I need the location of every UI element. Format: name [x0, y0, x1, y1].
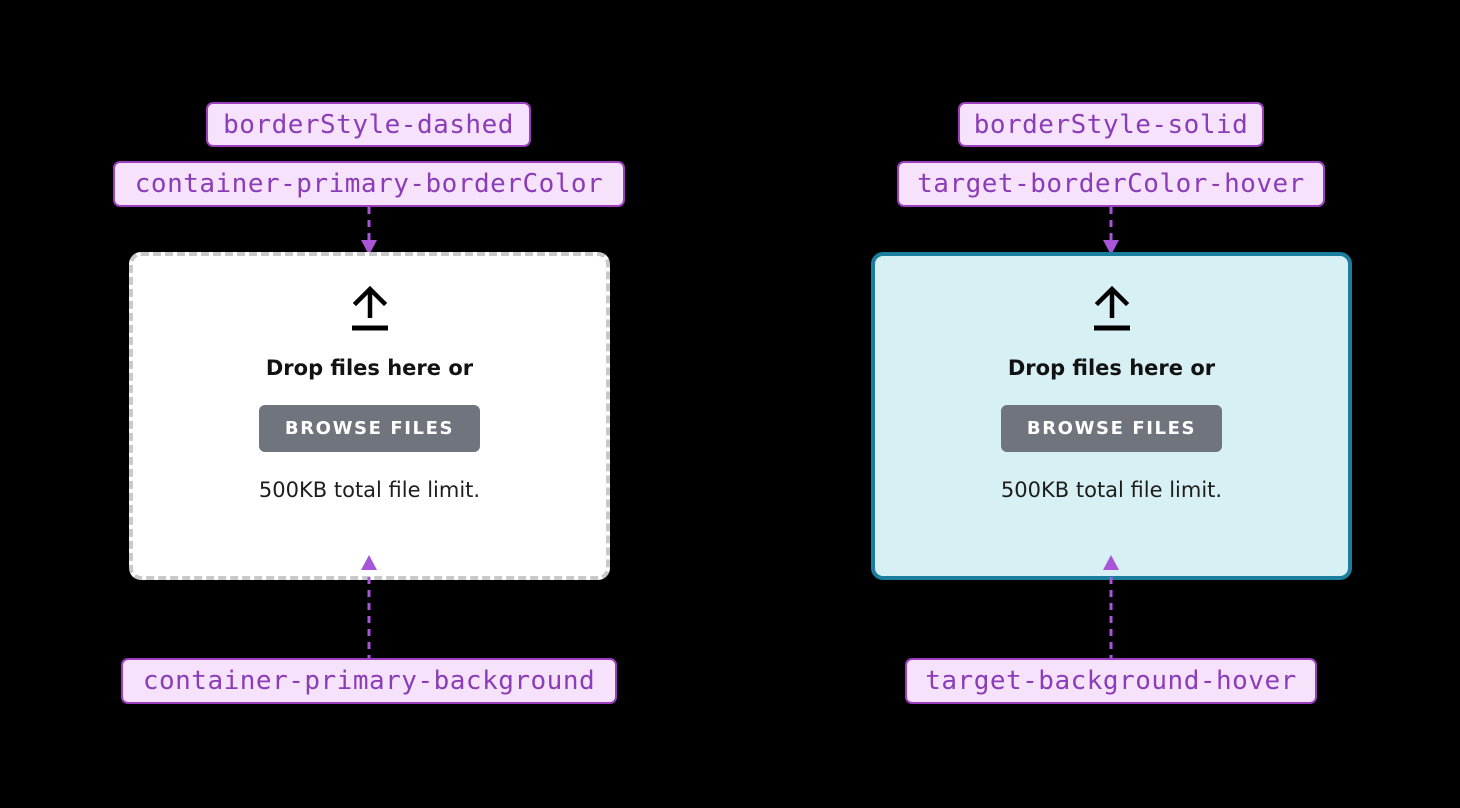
upload-icon — [351, 285, 388, 331]
upload-icon — [1093, 285, 1130, 331]
dropzone-hover[interactable]: Drop files here or BROWSE FILES 500KB to… — [871, 252, 1352, 580]
dropzone-file-limit-hint: 500KB total file limit. — [258, 478, 481, 502]
container-primary-bordercolor-chip: container-primary-borderColor — [113, 161, 625, 207]
dropzone-file-limit-hint: 500KB total file limit. — [1000, 478, 1223, 502]
target-background-hover-chip: target-background-hover — [905, 658, 1317, 704]
dropzone-default[interactable]: Drop files here or BROWSE FILES 500KB to… — [129, 252, 610, 580]
container-primary-background-chip: container-primary-background — [121, 658, 617, 704]
connector-border-to-card-right — [1103, 207, 1119, 255]
connector-background-to-card-left — [361, 555, 377, 662]
connector-border-to-card-left — [361, 207, 377, 255]
borderstyle-solid-chip: borderStyle-solid — [958, 102, 1264, 147]
dropzone-prompt: Drop files here or — [265, 356, 474, 380]
browse-files-button[interactable]: BROWSE FILES — [258, 405, 481, 452]
connector-background-to-card-right — [1103, 555, 1119, 662]
target-bordercolor-hover-chip: target-borderColor-hover — [897, 161, 1325, 207]
browse-files-button[interactable]: BROWSE FILES — [1000, 405, 1223, 452]
dropzone-prompt: Drop files here or — [1007, 356, 1216, 380]
borderstyle-dashed-chip: borderStyle-dashed — [206, 102, 531, 147]
